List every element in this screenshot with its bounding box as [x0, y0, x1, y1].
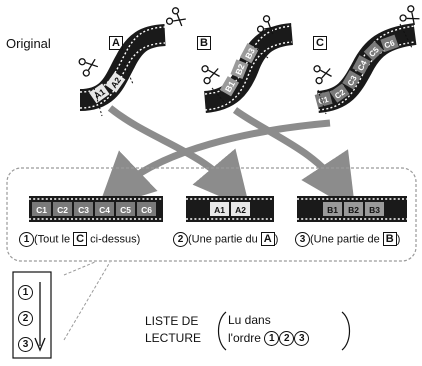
arrow-a-to-playlist — [107, 105, 251, 210]
order-arrowhead — [34, 337, 46, 352]
scissors-icon — [313, 65, 332, 85]
scissors-icon — [256, 15, 277, 35]
strip-1-clip: C5 — [120, 205, 131, 215]
strip-2-clip: A2 — [235, 205, 246, 215]
caption-1: 1(Tout le C ci-dessus) — [19, 232, 140, 247]
tape-b-clip-b2: B2 — [230, 59, 249, 80]
original-label: Original — [6, 36, 51, 51]
strip-1-clip: C4 — [99, 205, 110, 215]
tape-c-clip-c4: C4 — [352, 55, 371, 75]
tape-b: B1 B2 B3 — [203, 23, 294, 113]
tape-a: A1 A2 — [79, 24, 166, 117]
strip-3-clip: B3 — [369, 205, 380, 215]
svg-text:C4: C4 — [356, 59, 369, 73]
read-order-line1: Lu dans — [228, 313, 271, 327]
tape-c-clip-c3: C3 — [342, 70, 362, 90]
order-number-2: 2 — [18, 310, 33, 328]
scissors-icon — [201, 65, 220, 85]
callout-lines — [63, 261, 111, 341]
tape-a-clip-a1: A1 — [89, 83, 110, 104]
order-number-3: 3 — [18, 336, 33, 354]
strip-1-clip: C3 — [78, 205, 89, 215]
tape-b-letter: B — [197, 36, 211, 50]
caption-3: 3(Une partie de B) — [295, 232, 400, 247]
svg-text:B2: B2 — [233, 62, 246, 76]
svg-text:B1: B1 — [223, 79, 237, 94]
tape-a-letter: A — [109, 36, 123, 50]
tape-c-clip-c5: C5 — [363, 41, 384, 61]
tape-b-clip-b3: B3 — [239, 43, 259, 64]
playlist-region — [6, 167, 417, 262]
scissors-icon — [165, 7, 186, 27]
number-badge: 2 — [173, 232, 188, 247]
tape-c-clip-c2: C2 — [329, 83, 350, 103]
tape-a-clip-a2: A2 — [105, 72, 126, 93]
list-label-line2: LECTURE — [145, 331, 202, 345]
bracket-right — [341, 311, 351, 351]
tape-c-clip-c1: C1 — [314, 91, 333, 108]
list-label-line1: LISTE DE — [145, 314, 199, 328]
number-badge: 3 — [295, 232, 310, 247]
scissors-icon — [399, 5, 420, 25]
tape-c-clip-c6: C6 — [380, 34, 399, 52]
read-order-number: 1 — [264, 331, 280, 347]
strip-1-clip: C2 — [57, 205, 68, 215]
svg-text:C1: C1 — [317, 95, 330, 106]
strip-2-clip: A1 — [214, 205, 225, 215]
caption-2: 2(Une partie du A) — [173, 232, 278, 247]
svg-text:B3: B3 — [243, 46, 257, 61]
order-number-1: 1 — [18, 284, 33, 302]
arrow-b-to-playlist — [232, 107, 356, 212]
arrow-c-to-playlist — [97, 119, 331, 210]
strip-1-clip: C1 — [36, 205, 47, 215]
number-badge: 1 — [19, 232, 34, 247]
tape-b-clip-b1: B1 — [219, 76, 240, 97]
tape-c-letter: C — [313, 36, 327, 50]
scissors-icon — [78, 58, 99, 77]
bracket-left — [217, 311, 227, 351]
playlist-strip-3: B1 B2 B3 — [297, 196, 407, 222]
strip-3-clip: B2 — [348, 205, 359, 215]
strip-1-clip: C6 — [141, 205, 152, 215]
tape-c: C1 C2 C3 C4 C5 C6 — [314, 23, 417, 115]
playlist-strip-1: C1 C2 C3 C4 C5 C6 — [29, 196, 163, 222]
read-order-number: 2 — [279, 331, 295, 347]
strip-3-clip: B1 — [327, 205, 338, 215]
read-order-number: 3 — [294, 331, 310, 347]
svg-text:C6: C6 — [383, 38, 396, 50]
playlist-strip-2: A1 A2 — [186, 196, 274, 222]
